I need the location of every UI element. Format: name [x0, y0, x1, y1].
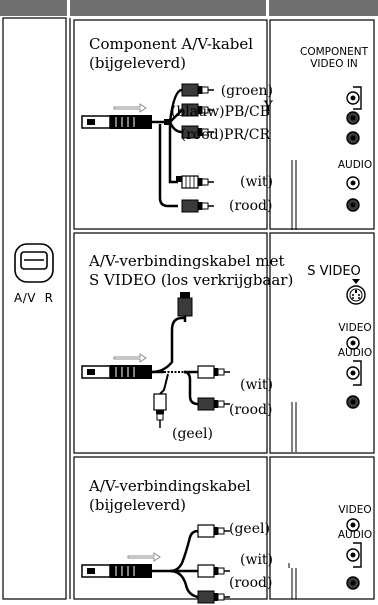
panel1-title-line1: Component A/V-kabel: [89, 35, 254, 53]
panel1-title: Component A/V-kabel (bijgeleverd): [89, 35, 253, 73]
audio-port-white-icon: [346, 360, 362, 386]
component-video-in-label: COMPONENT VIDEO IN: [298, 46, 370, 70]
component-port-pb-icon: [346, 111, 360, 125]
audio-port-red-icon: [346, 198, 360, 212]
panel3-title: A/V-verbindingskabel (bijgeleverd): [89, 477, 251, 515]
panel1-title-line2: (bijgeleverd): [89, 54, 187, 72]
audio-port-white-icon: [346, 542, 362, 568]
panel3-label-white: (wit): [240, 552, 274, 568]
audio-port-white-icon: [346, 176, 360, 190]
audio-port-red-icon: [346, 395, 360, 409]
panel3-title-line2: (bijgeleverd): [89, 496, 187, 514]
svideo-port-icon: [346, 279, 366, 305]
component-port-pr-icon: [346, 131, 360, 145]
panel3-label-red: (rood): [229, 575, 273, 591]
video-in-label: VIDEO IN: [310, 58, 358, 70]
panel1-label-white: (wit): [240, 174, 274, 190]
panel2-label-red: (rood): [229, 402, 273, 418]
panel1-label-red2: (rood): [229, 198, 273, 214]
component-label: COMPONENT: [299, 46, 368, 58]
panel1-label-green: (groen) Y: [220, 83, 273, 115]
av-jack-label: A/V R: [14, 291, 54, 305]
panel2-title-line1: A/V-verbindingskabel met: [89, 252, 285, 270]
audio-port-red-icon: [346, 576, 360, 590]
panel1-label-blue: (blauw)PB/CB: [170, 104, 270, 120]
panel1-label-red: (rood)PR/CR: [180, 127, 270, 143]
av-svideo-cable: [81, 292, 230, 428]
component-av-cable: [81, 83, 214, 213]
svideo-label: S VIDEO: [307, 264, 361, 279]
panel3-label-yellow: (geel): [229, 521, 270, 537]
panel3-video-label: VIDEO: [338, 504, 372, 516]
video-port-icon: [346, 336, 360, 350]
video-port-icon: [346, 518, 360, 532]
panel2-title: A/V-verbindingskabel met S VIDEO (los ve…: [89, 252, 293, 290]
component-port-y-icon: [346, 86, 362, 110]
panel2-label-yellow: (geel): [172, 426, 213, 442]
panel3-title-line1: A/V-verbindingskabel: [89, 477, 251, 495]
panel2-audio-label: AUDIO: [337, 347, 373, 359]
panel1-audio-label: AUDIO: [337, 159, 373, 171]
panel2-title-line2: S VIDEO (los verkrijgbaar): [89, 271, 294, 289]
panel2-video-label: VIDEO: [338, 322, 372, 334]
panel2-label-white: (wit): [240, 377, 274, 393]
av-jack-icon: [14, 243, 54, 283]
panel3-audio-label: AUDIO: [337, 529, 373, 541]
